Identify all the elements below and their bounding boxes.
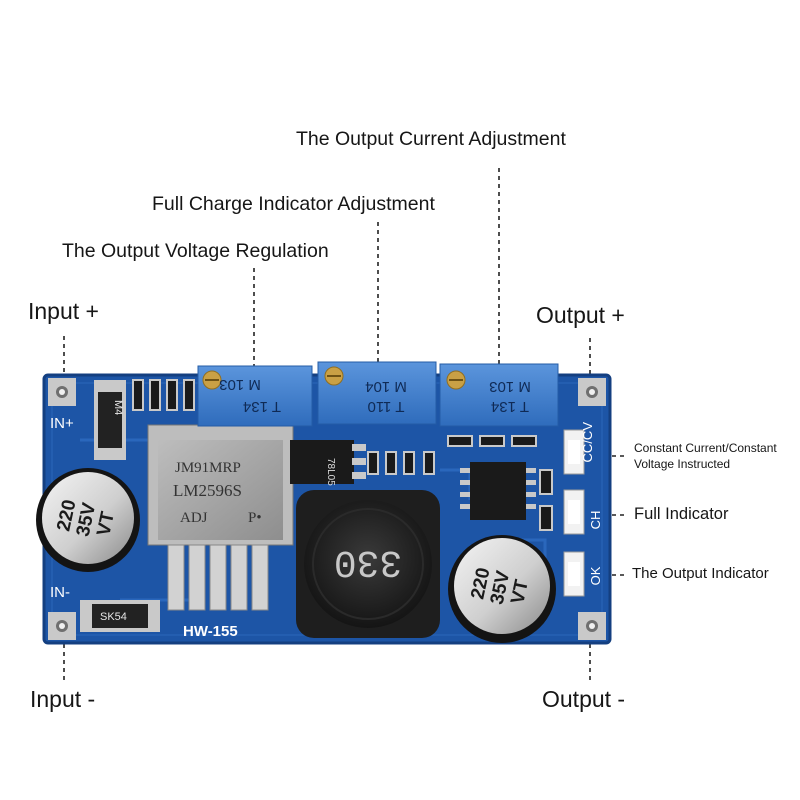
label-output-indicator: The Output Indicator: [632, 565, 769, 582]
silk-in-minus: IN-: [50, 584, 70, 601]
silk-in-plus: IN+: [50, 415, 74, 432]
potentiometer-current: M 103 T 134: [439, 363, 559, 427]
label-input-plus: Input +: [28, 298, 99, 324]
diode-bottom: SK54: [80, 600, 160, 632]
silk-model: HW-155: [183, 623, 238, 640]
regulator-78l05: 78L05: [290, 440, 366, 486]
leds: [563, 429, 585, 597]
label-output-voltage-regulation: The Output Voltage Regulation: [62, 240, 329, 262]
mounting-pads: [48, 378, 606, 640]
pot-current-line2: T 134: [491, 398, 529, 415]
label-full-indicator: Full Indicator: [634, 505, 729, 523]
chip-marking-4: P•: [248, 510, 262, 526]
diode-top-label: M4: [112, 400, 124, 415]
label-full-charge-indicator-adjustment: Full Charge Indicator Adjustment: [152, 193, 435, 215]
label-output-current-adjustment: The Output Current Adjustment: [296, 128, 566, 150]
label-cc-cv-line2: Voltage Instructed: [634, 457, 731, 471]
chip-marking-2: LM2596S: [173, 481, 242, 500]
label-output-plus: Output +: [536, 302, 625, 328]
capacitor-left: 220 35V VT: [36, 468, 140, 572]
diode-bottom-label: SK54: [100, 611, 127, 623]
capacitor-left-series: VT: [93, 509, 119, 537]
control-ic: [460, 462, 536, 520]
chip-marking-1: JM91MRP: [175, 460, 241, 476]
silk-ch: CH: [588, 511, 603, 530]
inductor-label: 330: [334, 540, 402, 583]
regulator-78l05-label: 78L05: [325, 458, 336, 486]
pot-current-line1: M 103: [489, 378, 531, 395]
label-output-minus: Output -: [542, 686, 626, 712]
lm2596-chip: JM91MRP LM2596S ADJ P•: [147, 424, 294, 611]
potentiometer-voltage: M 103 T 134: [197, 365, 313, 427]
pot-full-line2: T 110: [368, 398, 405, 415]
potentiometer-full-charge: M 104 T 110: [317, 361, 437, 425]
capacitor-right-series: VT: [507, 577, 533, 605]
pot-full-line1: M 104: [365, 378, 407, 395]
silk-cc-cv: CC/CV: [580, 422, 595, 463]
pot-voltage-line1: M 103: [219, 376, 261, 393]
pot-voltage-line2: T 134: [243, 398, 281, 415]
inductor-330: 330: [296, 490, 440, 638]
pcb-board: IN+ IN- M4 220 35V VT: [36, 361, 612, 645]
label-input-minus: Input -: [30, 686, 96, 712]
diode-top: M4: [94, 380, 126, 460]
label-cc-cv-line1: Constant Current/Constant: [634, 441, 777, 455]
chip-marking-3: ADJ: [180, 510, 208, 526]
capacitor-right: 220 35V VT: [448, 535, 556, 643]
silk-ok: OK: [588, 566, 603, 585]
